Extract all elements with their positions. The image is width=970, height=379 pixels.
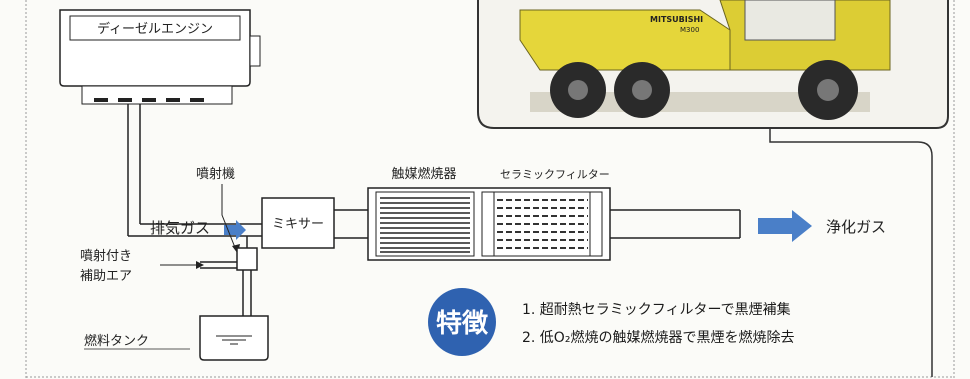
truck-photo: MITSUBISHI M300 bbox=[477, 0, 949, 129]
ceramic-filter bbox=[481, 191, 603, 257]
fuel-tank-label: 燃料タンク bbox=[84, 333, 149, 349]
feature-item-2: 2. 低O₂燃焼の触媒燃焼器で黒煙を燃焼除去 bbox=[522, 329, 794, 346]
assist-air-label-1: 噴射付き bbox=[80, 248, 132, 264]
fuel-tank bbox=[199, 315, 269, 361]
diesel-engine: ディーゼルエンジン bbox=[59, 9, 261, 105]
clean-gas-arrow bbox=[758, 210, 812, 242]
features-badge: 特徴 bbox=[428, 288, 496, 356]
engine-label: ディーゼルエンジン bbox=[97, 21, 213, 37]
exhaust-gas-label: 排気ガス bbox=[150, 219, 210, 237]
injection-nozzle bbox=[200, 236, 258, 322]
mixer-label: ミキサー bbox=[272, 217, 324, 232]
truck-model: M300 bbox=[680, 26, 699, 34]
outlet-pipe bbox=[610, 209, 741, 239]
features-badge-text: 特徴 bbox=[436, 308, 489, 339]
clean-gas-label: 浄化ガス bbox=[826, 218, 886, 236]
truck-brand: MITSUBISHI bbox=[650, 15, 703, 24]
mixer: ミキサー bbox=[261, 197, 335, 249]
injector-label: 噴射機 bbox=[196, 166, 235, 182]
exhaust-pipe bbox=[127, 104, 262, 237]
filter-label: セラミックフィルター bbox=[500, 168, 610, 181]
catalyst-label: 触媒燃焼器 bbox=[391, 166, 456, 182]
assist-air-label-2: 補助エア bbox=[80, 269, 132, 284]
feature-item-1: 1. 超耐熱セラミックフィルターで黒煙補集 bbox=[522, 301, 791, 318]
truck-wheels bbox=[550, 60, 858, 120]
exhaust-flow-arrow bbox=[224, 220, 246, 240]
